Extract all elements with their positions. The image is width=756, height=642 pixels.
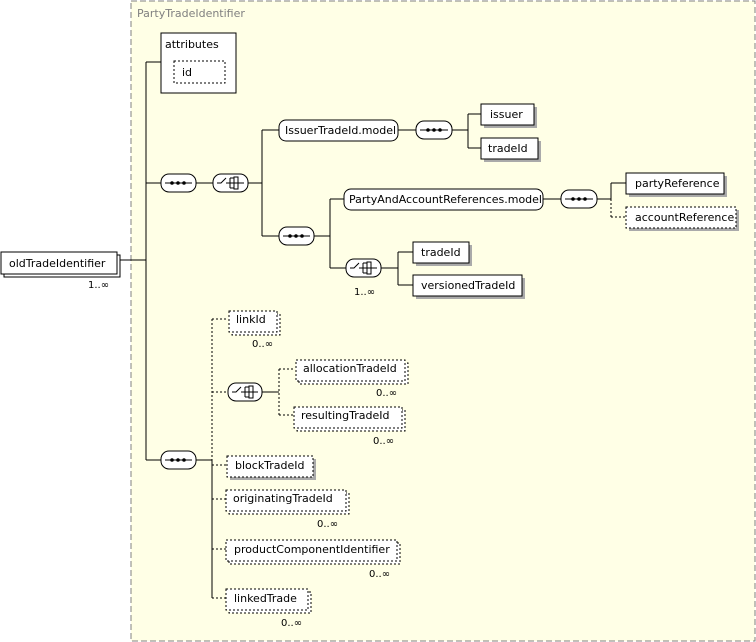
attribute-id-label: id xyxy=(182,66,192,79)
element-versioned-trade-id[interactable]: versionedTradeId xyxy=(412,274,525,299)
element-account-reference-label: accountReference xyxy=(635,211,734,224)
sequence-compositor xyxy=(415,120,453,140)
complex-type-title: PartyTradeIdentifier xyxy=(137,7,245,20)
element-party-reference-label: partyReference xyxy=(635,177,720,190)
element-issuer-label: issuer xyxy=(490,108,523,121)
element-link-id-label: linkId xyxy=(236,313,266,326)
element-account-reference[interactable]: accountReference xyxy=(625,206,739,231)
choice-compositor xyxy=(212,173,249,193)
root-element[interactable]: oldTradeIdentifier xyxy=(0,251,121,278)
element-issuer[interactable]: issuer xyxy=(480,103,537,128)
issuer-trade-id-model-label: IssuerTradeId.model xyxy=(285,124,396,137)
element-product-component-identifier[interactable]: productComponentIdentifier xyxy=(225,539,401,565)
element-allocation-trade-id-label: allocationTradeId xyxy=(303,362,397,375)
connectors xyxy=(118,61,626,598)
element-trade-id[interactable]: tradeId xyxy=(480,137,541,162)
sequence-compositor xyxy=(160,450,197,470)
element-versioned-trade-id-label: versionedTradeId xyxy=(421,279,515,292)
choice-occurrence: 1..∞ xyxy=(354,287,375,298)
root-element-label: oldTradeIdentifier xyxy=(9,257,106,270)
choice-compositor xyxy=(227,382,263,402)
element-block-trade-id-label: blockTradeId xyxy=(235,459,305,472)
root-occurrence: 1..∞ xyxy=(88,280,109,291)
element-trade-id-2-label: tradeId xyxy=(421,246,461,259)
party-and-account-references-model-group[interactable]: PartyAndAccountReferences.model xyxy=(343,188,544,211)
complex-type-box xyxy=(130,0,756,642)
element-linked-trade-label: linkedTrade xyxy=(234,592,297,605)
resulting-trade-id-occurrence: 0..∞ xyxy=(373,436,394,447)
attribute-id-box[interactable] xyxy=(173,60,226,84)
element-trade-id-label: tradeId xyxy=(488,142,528,155)
party-and-account-references-model-label: PartyAndAccountReferences.model xyxy=(349,193,542,206)
link-id-occurrence: 0..∞ xyxy=(252,339,273,350)
choice-compositor xyxy=(345,258,382,278)
originating-trade-id-occurrence: 0..∞ xyxy=(317,519,338,530)
element-product-component-identifier-label: productComponentIdentifier xyxy=(234,543,390,556)
issuer-trade-id-model-group[interactable]: IssuerTradeId.model xyxy=(278,119,399,142)
attributes-label: attributes xyxy=(165,38,219,51)
element-originating-trade-id[interactable]: originatingTradeId xyxy=(225,489,350,515)
linked-trade-occurrence: 0..∞ xyxy=(281,618,302,629)
element-party-reference[interactable]: partyReference xyxy=(625,172,727,197)
sequence-compositor xyxy=(278,226,315,246)
allocation-trade-id-occurrence: 0..∞ xyxy=(376,388,397,399)
element-linked-trade[interactable]: linkedTrade xyxy=(225,588,312,614)
element-resulting-trade-id-label: resultingTradeId xyxy=(301,409,389,422)
element-link-id[interactable]: linkId xyxy=(228,310,281,336)
sequence-compositor xyxy=(560,189,598,209)
element-block-trade-id[interactable]: blockTradeId xyxy=(226,455,316,480)
element-originating-trade-id-label: originatingTradeId xyxy=(233,492,333,505)
sequence-compositor xyxy=(160,173,197,193)
element-trade-id[interactable]: tradeId xyxy=(412,241,472,266)
optional-connectors xyxy=(211,199,626,599)
element-resulting-trade-id[interactable]: resultingTradeId xyxy=(293,406,406,432)
product-component-identifier-occurrence: 0..∞ xyxy=(369,569,390,580)
element-allocation-trade-id[interactable]: allocationTradeId xyxy=(295,359,409,385)
attributes-box: attributes id xyxy=(160,32,237,94)
